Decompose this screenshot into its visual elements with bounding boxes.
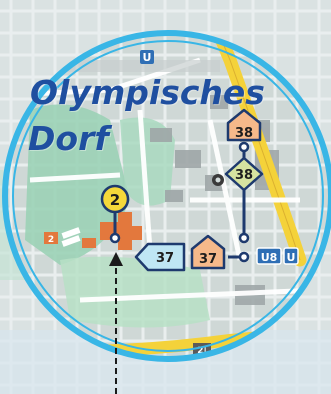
fire-station-icon: [212, 174, 224, 186]
stop-2-marker[interactable]: 2: [100, 184, 130, 244]
route-38-diamond-label: 38: [235, 168, 253, 183]
park-area-south: [60, 256, 210, 328]
subway-u-label: U: [143, 51, 152, 64]
station-u-label: U: [287, 251, 296, 264]
route-38-house-label: 38: [235, 126, 253, 141]
route-38-house-marker[interactable]: 38: [226, 108, 262, 153]
lens-ring-outer: [2, 30, 331, 362]
map-title-line2: Dorf: [28, 119, 109, 158]
station-u8-label: U8: [261, 251, 278, 264]
route-37-house-label: 37: [199, 252, 217, 267]
highlighted-building-small: [82, 238, 96, 248]
arrow-up-icon: [109, 252, 123, 266]
line-2-tag[interactable]: 2: [44, 227, 81, 247]
subway-u-icon: U: [140, 50, 154, 64]
line-2-tag-label: 2: [48, 235, 54, 245]
highlighted-building: [100, 212, 142, 250]
route-37-house-marker[interactable]: 37: [190, 234, 226, 270]
route-37-arrow-label: 37: [156, 251, 174, 266]
route-37-arrow-marker[interactable]: 37: [134, 242, 186, 272]
walking-path: [109, 252, 123, 394]
parking-label: 2|: [197, 346, 207, 356]
route-38-diamond-marker[interactable]: 38: [224, 156, 264, 263]
station-u8[interactable]: U8 U: [256, 247, 299, 265]
map-title-line1: Olympisches: [30, 73, 265, 112]
north-street-band: [40, 60, 220, 72]
stop-2-label: 2: [110, 191, 120, 209]
lens-ring-inner: [12, 40, 324, 352]
